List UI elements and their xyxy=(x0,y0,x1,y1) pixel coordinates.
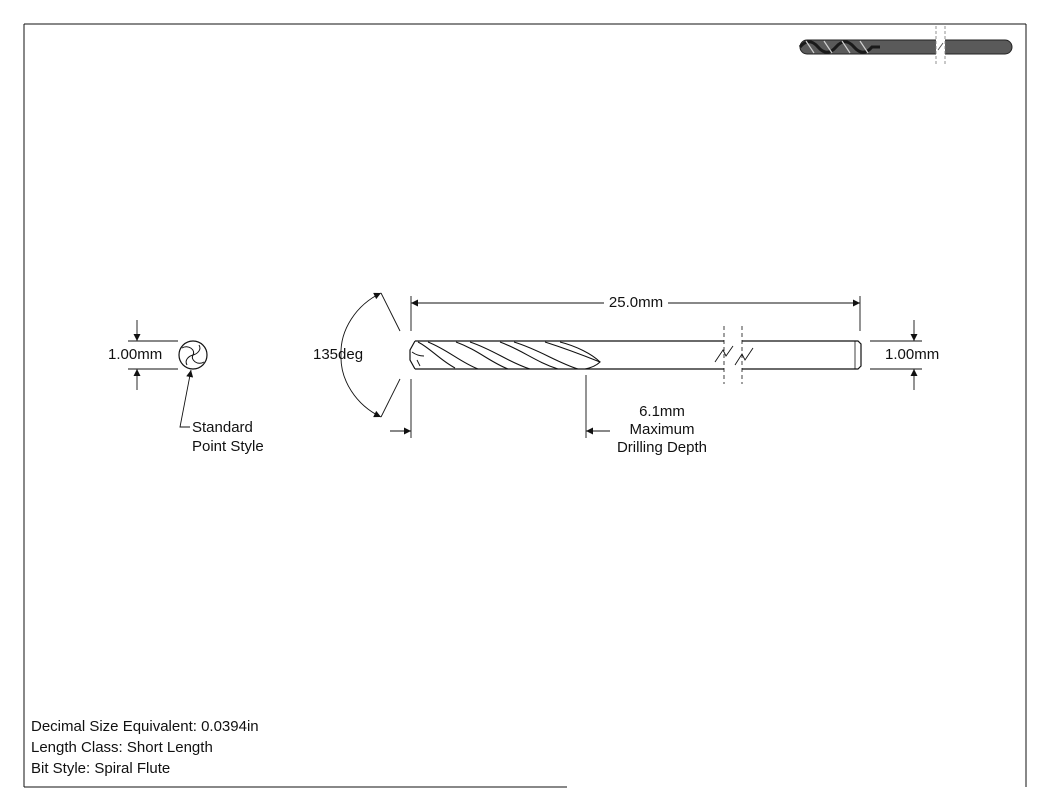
decimal-size-note: Decimal Size Equivalent: 0.0394in xyxy=(31,718,259,735)
bit-style-note: Bit Style: Spiral Flute xyxy=(31,760,171,777)
drilling-depth-label-line3: Drilling Depth xyxy=(616,439,708,456)
drill-bit-thumbnail xyxy=(798,26,1013,66)
length-class-note: Length Class: Short Length xyxy=(31,739,213,756)
shank-diameter-label: 1.00mm xyxy=(885,346,940,363)
drilling-depth-label-line2: Maximum xyxy=(629,421,695,438)
point-angle-dimension xyxy=(340,292,401,418)
point-style-label-line1: Standard xyxy=(192,419,253,436)
drill-bit-side-view xyxy=(409,326,862,384)
drilling-depth-dimension xyxy=(390,375,610,438)
end-diameter-dimension xyxy=(128,320,178,390)
point-style-label-line2: Point Style xyxy=(192,438,264,455)
point-style-leader xyxy=(179,369,194,428)
angle-label: 135deg xyxy=(313,346,364,363)
sheet-border xyxy=(23,23,1027,788)
end-diameter-label: 1.00mm xyxy=(108,346,163,363)
overall-length-label: 25.0mm xyxy=(608,294,664,311)
end-view xyxy=(178,340,208,370)
drilling-depth-label-line1: 6.1mm xyxy=(639,403,685,420)
overall-length-dimension xyxy=(410,296,861,331)
spec-notes: Decimal Size Equivalent: 0.0394in Length… xyxy=(31,716,259,779)
shank-diameter-dimension xyxy=(870,320,922,390)
